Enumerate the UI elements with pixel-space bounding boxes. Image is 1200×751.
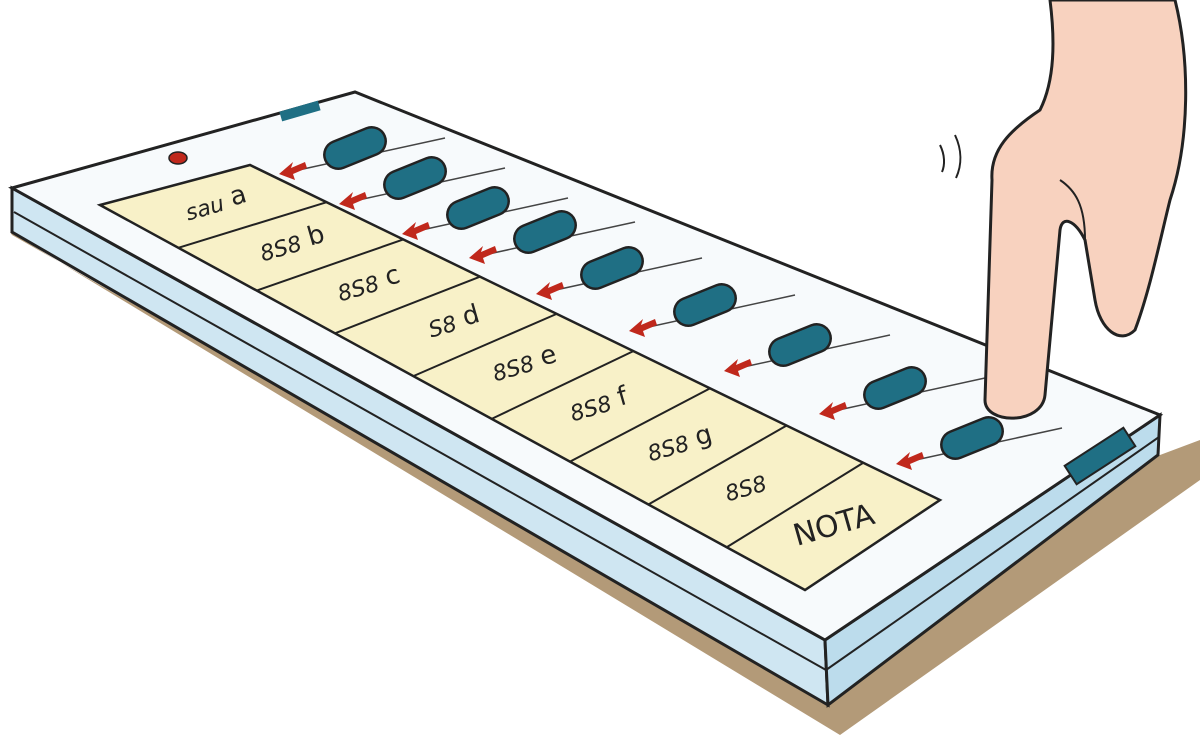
motion-lines: [939, 134, 962, 179]
red-arrow-icon: [469, 246, 497, 264]
power-indicator-light: [168, 151, 188, 165]
candidate-cell-divider: [726, 461, 864, 549]
candidate-letter: e: [536, 339, 560, 372]
vote-button[interactable]: [510, 207, 580, 257]
vote-button[interactable]: [577, 243, 647, 293]
vote-button[interactable]: [380, 153, 450, 203]
candidate-cell-divider: [256, 238, 404, 292]
candidate-letter: a: [226, 179, 250, 212]
red-arrow-icon: [339, 192, 367, 210]
candidate-cell-divider: [491, 350, 634, 420]
red-arrow-icon: [536, 282, 564, 300]
vote-button[interactable]: [765, 320, 835, 370]
candidate-cell-divider: [569, 387, 711, 463]
machine-side-groove-right: [825, 436, 1160, 671]
machine-side-groove: [13, 211, 827, 671]
red-arrow-icon: [819, 402, 847, 420]
candidate-cell-divider: [647, 424, 788, 506]
vote-button[interactable]: [443, 183, 513, 233]
side-clip: [1063, 426, 1137, 486]
vote-button[interactable]: [860, 363, 930, 413]
red-arrow-icon: [629, 319, 657, 337]
red-arrow-icon: [724, 359, 752, 377]
candidate-cell-divider: [178, 201, 327, 249]
candidate-cell-divider: [412, 312, 558, 378]
voter-finger: [983, 0, 1188, 420]
red-arrow-icon: [279, 162, 307, 180]
top-clip: [279, 100, 321, 122]
vote-button[interactable]: [670, 280, 740, 330]
finger-knuckle-line: [1059, 179, 1086, 241]
vote-button[interactable]: [937, 413, 1007, 463]
vote-button[interactable]: [320, 123, 390, 173]
red-arrow-icon: [896, 452, 924, 470]
red-arrow-icon: [402, 222, 430, 240]
candidate-cell-divider: [334, 275, 481, 335]
